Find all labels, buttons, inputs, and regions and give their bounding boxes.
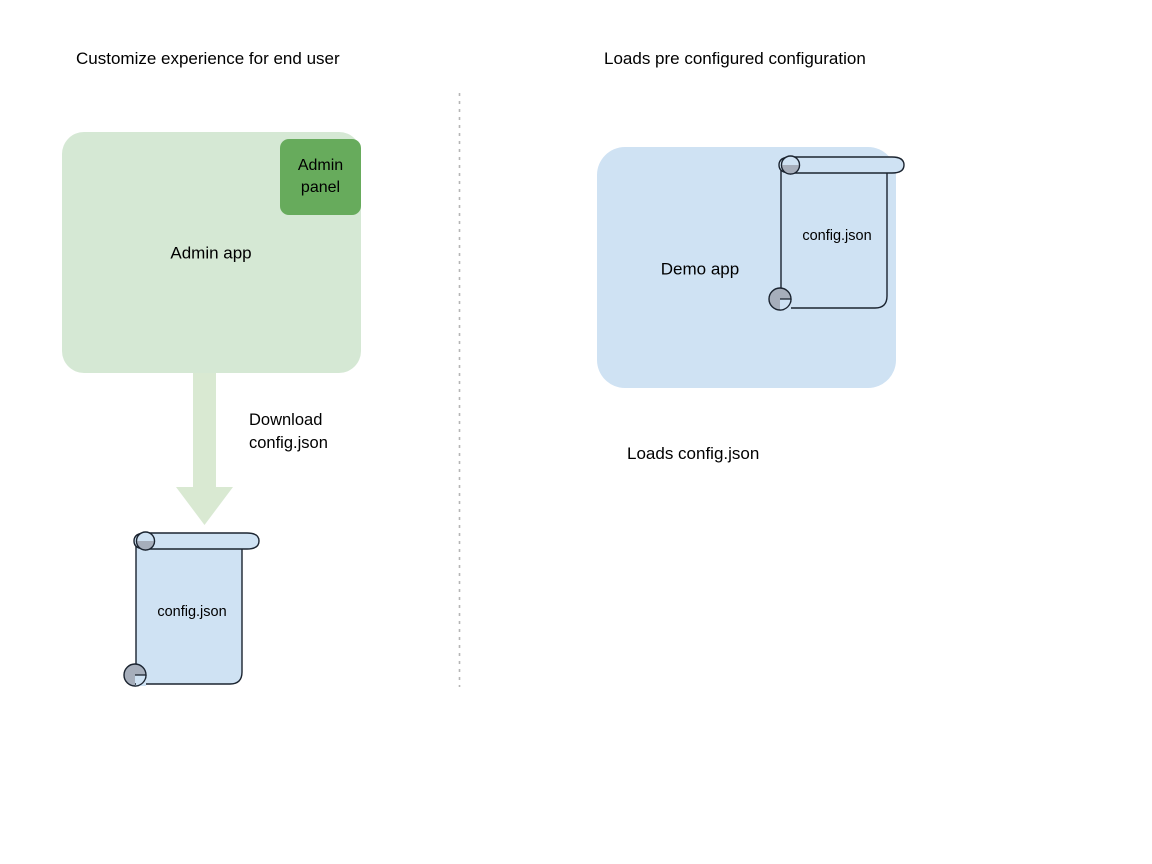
config-json-document-right[interactable] [768,155,905,311]
download-arrow [176,370,233,525]
admin-panel-box[interactable] [280,139,361,215]
config-json-document-left[interactable] [123,531,260,687]
